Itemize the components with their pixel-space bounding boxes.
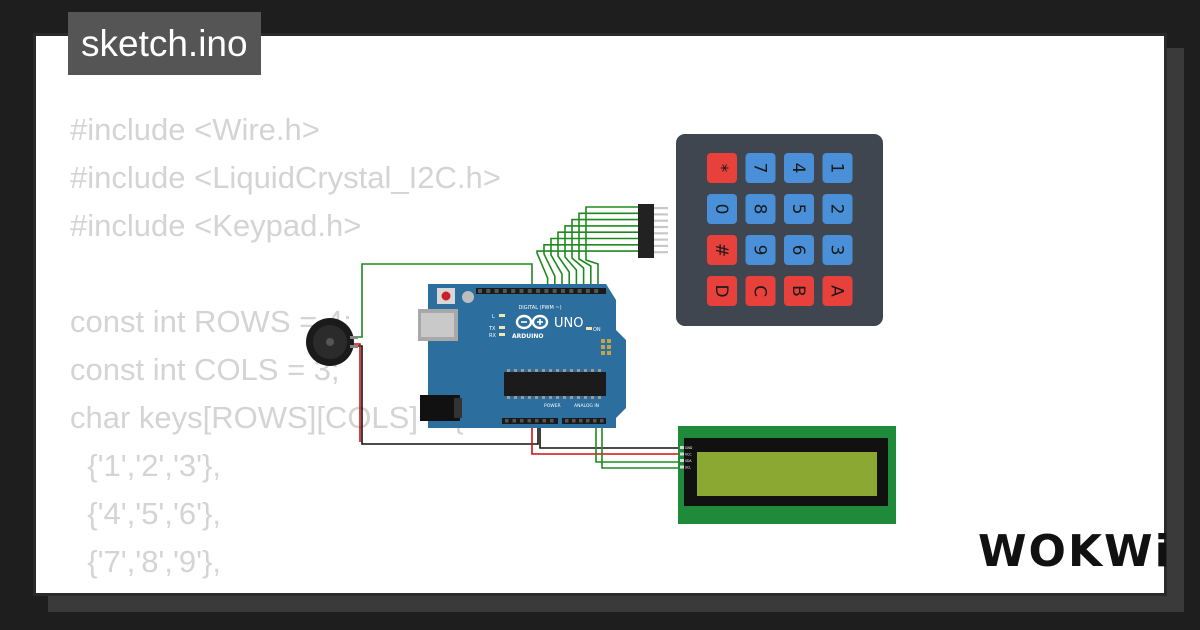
svg-text:ANALOG IN: ANALOG IN — [574, 403, 599, 409]
keypad-connector — [638, 204, 654, 258]
svg-text:#: # — [711, 243, 731, 257]
code-line: {'7','8','9'}, — [70, 544, 222, 579]
svg-text:3: 3 — [827, 245, 847, 256]
wires — [352, 206, 680, 469]
svg-text:*: * — [711, 164, 731, 173]
atmega-chip — [504, 372, 606, 396]
svg-text:1: 1 — [827, 163, 847, 174]
keypad-key[interactable]: 6 — [784, 235, 814, 265]
keypad-key[interactable]: 1 — [822, 153, 853, 183]
keypad-key[interactable]: D — [707, 276, 737, 306]
file-name-tab[interactable]: sketch.ino — [68, 12, 261, 75]
digital-header — [476, 288, 606, 294]
keypad-key[interactable]: A — [822, 276, 853, 306]
power-jack — [420, 395, 460, 421]
lcd-pin-label: SDA — [685, 459, 692, 463]
code-line: #include <Keypad.h> — [70, 208, 362, 243]
svg-text:A: A — [827, 285, 847, 297]
keypad-key[interactable]: 7 — [745, 153, 776, 183]
svg-text:B: B — [788, 285, 808, 297]
keypad-key[interactable]: 3 — [822, 235, 853, 265]
analog-header — [562, 418, 606, 424]
wokwi-logo: WOKWi — [978, 526, 1172, 577]
svg-text:9: 9 — [750, 245, 770, 256]
svg-text:RX: RX — [489, 333, 496, 339]
keypad-key[interactable]: 9 — [745, 235, 776, 265]
keypad-key[interactable]: * — [707, 153, 737, 183]
lcd-pin-label: GND — [685, 446, 693, 450]
svg-text:C: C — [750, 285, 770, 297]
lcd-pin-label: SCL — [685, 466, 691, 470]
code-line: #include <Wire.h> — [70, 112, 320, 147]
keypad-key[interactable]: 5 — [784, 194, 814, 224]
svg-text:4: 4 — [788, 163, 808, 174]
arduino-brand: ARDUINO — [512, 333, 543, 340]
svg-text:0: 0 — [711, 204, 731, 215]
keypad-key[interactable]: 8 — [745, 194, 776, 224]
lcd-1602-i2c[interactable]: GND VCC SDA SCL — [678, 426, 896, 524]
keypad-key[interactable]: 0 — [707, 194, 737, 224]
svg-text:6: 6 — [788, 245, 808, 256]
svg-text:5: 5 — [788, 204, 808, 215]
keypad-4x4[interactable]: * 7 4 1 0 8 5 2 #9 6 3D C B A — [638, 134, 883, 326]
svg-text:2: 2 — [827, 204, 847, 215]
keypad-key[interactable]: # — [707, 235, 737, 265]
keypad-key[interactable]: B — [784, 276, 814, 306]
code-line: {'1','2','3'}, — [70, 448, 222, 483]
svg-text:L: L — [492, 314, 495, 320]
buzzer[interactable] — [306, 318, 358, 366]
svg-text:POWER: POWER — [544, 403, 561, 409]
lcd-pin-label: VCC — [685, 453, 692, 457]
keypad-key[interactable]: C — [745, 276, 776, 306]
code-line: #include <LiquidCrystal_I2C.h> — [70, 160, 501, 195]
lcd-screen — [697, 452, 877, 496]
code-line: const int COLS = 3; — [70, 352, 340, 387]
keypad-key[interactable]: 2 — [822, 194, 853, 224]
code-line: {'*','0','#'} — [70, 586, 501, 593]
svg-text:8: 8 — [750, 204, 770, 215]
svg-text:ON: ON — [593, 327, 601, 333]
digital-header-label: DIGITAL (PWM ~) — [518, 305, 561, 311]
arduino-uno[interactable]: DIGITAL (PWM ~) UNO ARDUINO L TX RX ON — [418, 284, 626, 428]
svg-text:D: D — [711, 284, 731, 297]
code-line: {'4','5','6'}, — [70, 496, 222, 531]
svg-text:TX: TX — [488, 326, 496, 332]
arduino-logo — [515, 314, 549, 330]
icsp-header — [601, 339, 611, 355]
keypad-key[interactable]: 4 — [784, 153, 814, 183]
code-preview: #include <Wire.h> #include <LiquidCrystal… — [70, 106, 501, 593]
svg-text:7: 7 — [750, 163, 770, 174]
arduino-model: UNO — [554, 316, 583, 331]
